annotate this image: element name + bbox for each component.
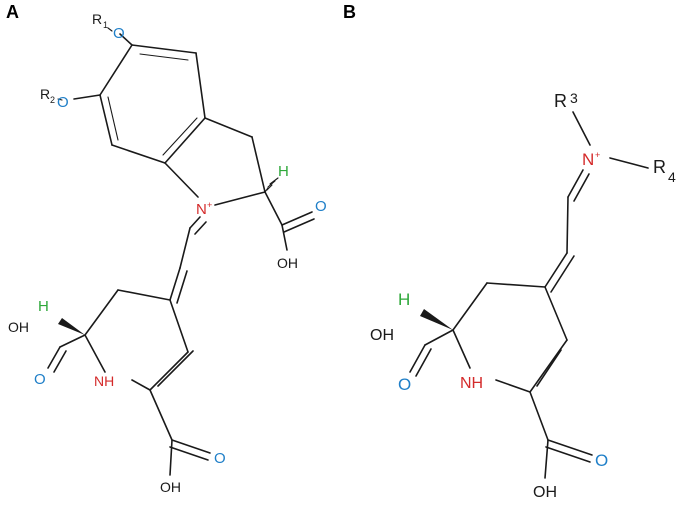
panel-a-r2-group: R 2 O xyxy=(40,86,69,111)
panel-a-top-carboxyl: O OH xyxy=(264,191,327,271)
panel-a-label: A xyxy=(6,2,19,22)
panel-a-r1-group: R 1 O xyxy=(92,11,125,42)
panel-a-bottom-hydroxyl: OH xyxy=(160,479,181,495)
panel-b-left-hydrogen: H xyxy=(398,290,410,309)
panel-b-nitrogen-charge: + xyxy=(595,150,600,160)
r1-label: R xyxy=(92,11,102,27)
panel-b-label: B xyxy=(343,2,356,22)
panel-a-top-carbonyl-oxygen: O xyxy=(315,198,327,215)
panel-a-benzene-ring xyxy=(99,44,206,164)
r1-subscript: 1 xyxy=(103,20,108,30)
panel-a-pyrrolidine-ring xyxy=(164,117,266,206)
panel-a-linker xyxy=(169,216,207,304)
panel-a-nitrogen: N xyxy=(196,201,207,218)
r2-oxygen: O xyxy=(57,94,69,111)
panel-a-top-hashed-bond xyxy=(264,177,279,193)
panel-a-bottom-carboxyl: O OH xyxy=(149,389,226,495)
r4-label: R xyxy=(653,157,666,177)
panel-a-wedge-bond xyxy=(58,318,85,335)
r3-label: R xyxy=(554,91,567,111)
panel-a-nitrogen-charge: + xyxy=(207,200,212,210)
panel-b-left-hydroxyl: OH xyxy=(370,327,394,344)
r3-subscript: 3 xyxy=(570,90,578,106)
r2-label: R xyxy=(40,86,50,102)
panel-b-bottom-carboxyl: O OH xyxy=(529,391,608,501)
r4-subscript: 4 xyxy=(668,169,676,185)
r2-subscript: 2 xyxy=(50,95,55,105)
panel-b-left-carboxyl: OH O xyxy=(370,327,454,394)
panel-a-left-hydroxyl: OH xyxy=(8,319,29,335)
panel-b-bottom-carbonyl-oxygen: O xyxy=(595,451,608,470)
panel-a-left-carbonyl-oxygen: O xyxy=(34,371,46,388)
panel-a-nh: NH xyxy=(94,373,114,389)
panel-b-wedge-bond xyxy=(420,309,453,330)
r1-oxygen: O xyxy=(113,25,125,42)
panel-b-nh: NH xyxy=(460,375,483,392)
panel-a-left-hydrogen: H xyxy=(38,298,49,315)
panel-b-dihydropyridine-ring xyxy=(452,282,568,393)
panel-a-left-carboxyl: OH O xyxy=(8,319,86,388)
panel-b-left-carbonyl-oxygen: O xyxy=(398,375,411,394)
panel-b-bottom-hydroxyl: OH xyxy=(533,484,557,501)
panel-b-nitrogen: N xyxy=(582,150,594,169)
panel-a: A R 1 O xyxy=(6,2,327,495)
panel-a-top-hydrogen: H xyxy=(278,163,289,180)
panel-a-dihydropyridine-ring xyxy=(84,289,194,391)
panel-a-bottom-carbonyl-oxygen: O xyxy=(214,450,226,467)
panel-a-top-hydroxyl: OH xyxy=(277,255,298,271)
panel-b-linker xyxy=(544,169,590,293)
panel-b: B R 3 N + R 4 H xyxy=(343,2,676,501)
